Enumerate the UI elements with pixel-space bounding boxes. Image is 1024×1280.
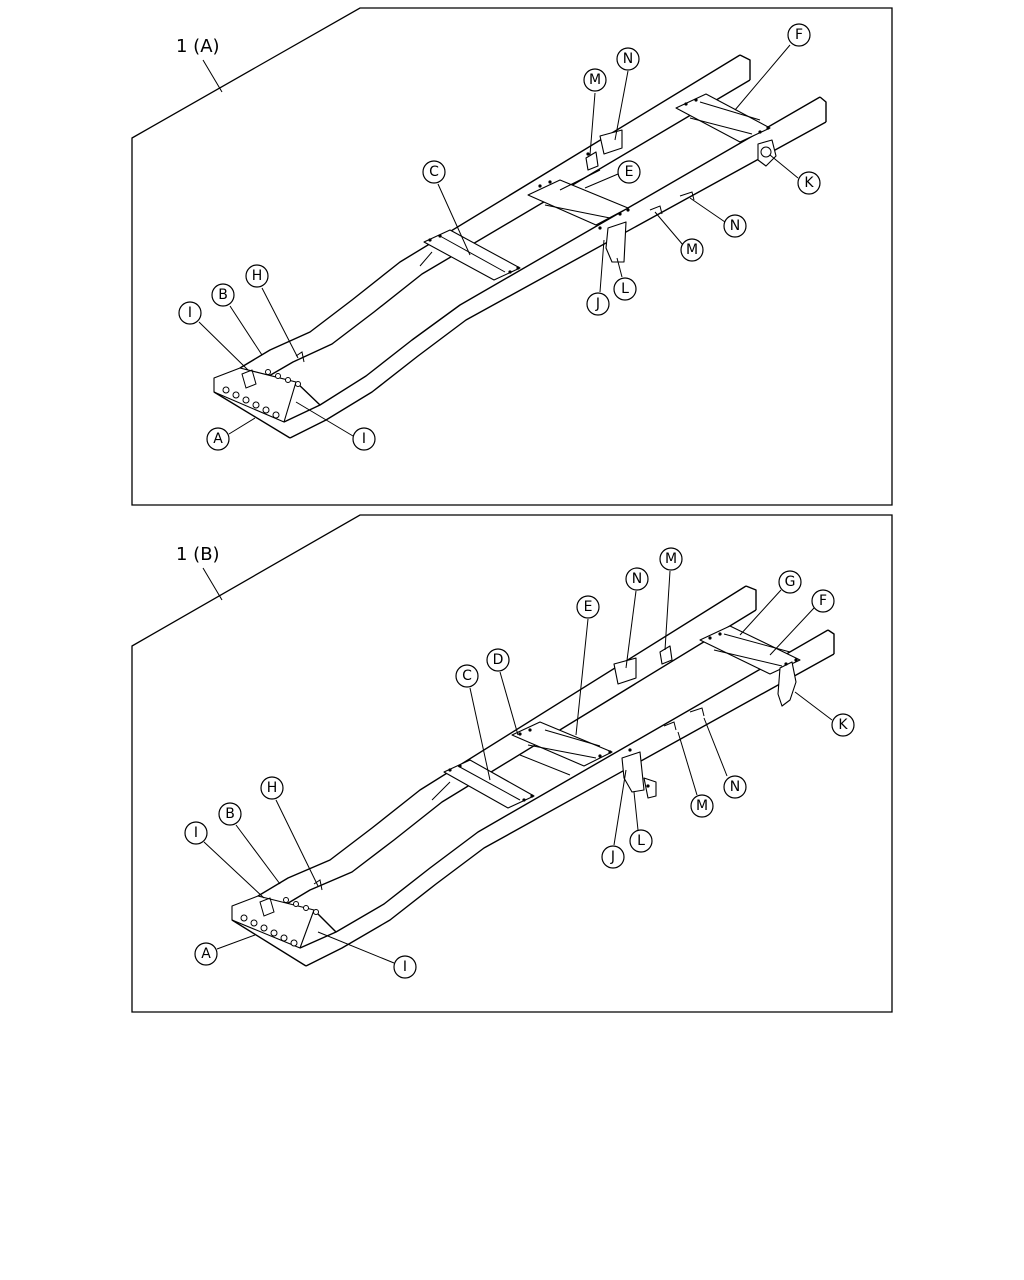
callout-a: A bbox=[194, 934, 256, 966]
callout-b: B bbox=[218, 802, 281, 885]
callout-l: L bbox=[613, 257, 637, 301]
svg-text:M: M bbox=[665, 551, 677, 567]
callout-n: N bbox=[689, 197, 747, 238]
callout-m: M bbox=[654, 211, 704, 262]
svg-text:D: D bbox=[493, 652, 504, 668]
callout-j: J bbox=[601, 769, 627, 869]
callout-m: M bbox=[677, 731, 714, 818]
panel-1b: 1 (B) bbox=[131, 514, 893, 1013]
svg-text:M: M bbox=[589, 72, 601, 88]
svg-text:F: F bbox=[795, 27, 803, 43]
panel-1a: 1 (A) bbox=[131, 7, 893, 506]
callout-h: H bbox=[245, 264, 299, 359]
svg-text:K: K bbox=[838, 717, 848, 733]
callout-l: L bbox=[629, 791, 653, 853]
panel-1a-label: 1 (A) bbox=[176, 36, 220, 57]
svg-text:J: J bbox=[595, 296, 600, 312]
callout-i: I bbox=[178, 301, 249, 371]
svg-text:B: B bbox=[218, 287, 228, 303]
frame-1a-drawing bbox=[213, 54, 827, 439]
svg-text:M: M bbox=[686, 242, 698, 258]
svg-text:I: I bbox=[362, 431, 366, 447]
panel-1b-frame bbox=[131, 514, 893, 1013]
svg-text:M: M bbox=[696, 798, 708, 814]
svg-text:N: N bbox=[632, 571, 642, 587]
callout-e: E bbox=[575, 595, 600, 736]
svg-text:B: B bbox=[225, 806, 235, 822]
panel-1b-label-leader bbox=[202, 567, 223, 601]
callout-k: K bbox=[769, 154, 821, 195]
callout-i: I bbox=[184, 821, 265, 899]
svg-text:I: I bbox=[188, 305, 192, 321]
svg-text:N: N bbox=[623, 51, 633, 67]
callout-i: I bbox=[317, 931, 417, 979]
panel-1a-frame bbox=[131, 7, 893, 506]
svg-text:C: C bbox=[429, 164, 439, 180]
callout-b: B bbox=[211, 283, 263, 356]
callout-f: F bbox=[734, 23, 811, 111]
callout-g: G bbox=[739, 570, 802, 636]
svg-text:L: L bbox=[621, 281, 629, 297]
callout-j: J bbox=[586, 239, 610, 316]
callout-m: M bbox=[659, 547, 683, 651]
callout-f: F bbox=[769, 589, 835, 656]
callout-n: N bbox=[703, 717, 747, 799]
callout-k: K bbox=[794, 691, 855, 737]
callout-a: A bbox=[206, 417, 256, 451]
frame-1b-drawing bbox=[231, 585, 835, 967]
callout-c: C bbox=[455, 664, 491, 781]
svg-text:N: N bbox=[730, 779, 740, 795]
callout-m: M bbox=[583, 68, 607, 156]
svg-text:H: H bbox=[252, 268, 263, 284]
svg-text:E: E bbox=[584, 599, 593, 615]
callout-n: N bbox=[625, 567, 649, 669]
panel-1b-label: 1 (B) bbox=[176, 544, 220, 565]
svg-text:E: E bbox=[625, 164, 634, 180]
callout-i: I bbox=[295, 401, 376, 451]
svg-text:A: A bbox=[201, 946, 211, 962]
svg-text:I: I bbox=[403, 959, 407, 975]
svg-text:K: K bbox=[804, 175, 814, 191]
callout-h: H bbox=[260, 776, 319, 887]
panel-1a-label-leader bbox=[202, 59, 223, 93]
callout-c: C bbox=[422, 160, 471, 256]
svg-text:G: G bbox=[785, 574, 796, 590]
svg-text:N: N bbox=[730, 218, 740, 234]
svg-text:H: H bbox=[267, 780, 278, 796]
svg-text:L: L bbox=[637, 833, 645, 849]
callout-n: N bbox=[614, 47, 640, 141]
svg-text:I: I bbox=[194, 825, 198, 841]
svg-text:J: J bbox=[610, 849, 615, 865]
svg-text:C: C bbox=[462, 668, 472, 684]
callout-e: E bbox=[584, 160, 641, 189]
callout-d: D bbox=[486, 648, 519, 736]
svg-text:A: A bbox=[213, 431, 223, 447]
svg-text:F: F bbox=[819, 593, 827, 609]
